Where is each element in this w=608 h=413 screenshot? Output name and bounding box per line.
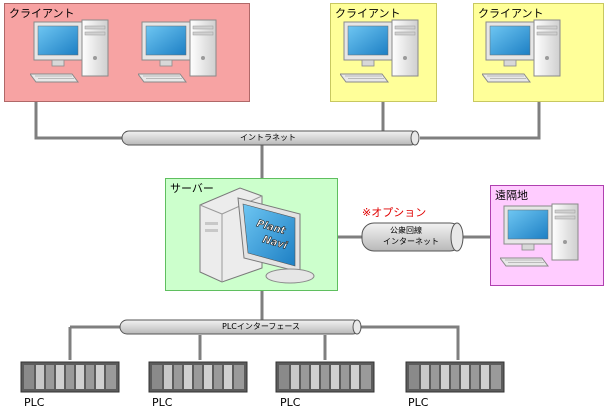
remote-label: 遠隔地	[495, 189, 528, 202]
client-right-1-label: クライアント	[335, 7, 401, 20]
client-group-left-label: クライアント	[9, 7, 75, 20]
plc-interface-label: PLCインターフェース	[222, 322, 300, 331]
client-right-2-label: クライアント	[478, 7, 544, 20]
plc-2-rack	[148, 361, 248, 393]
plc-interface-tube	[119, 319, 362, 335]
line-plcbus-plc4	[360, 325, 460, 360]
remote-pc	[500, 203, 579, 267]
plc-4-label: PLC	[408, 396, 429, 409]
client-right-1-pc	[340, 19, 419, 83]
plc-1-rack	[20, 361, 120, 393]
line-client-right2-to-intranet	[420, 101, 541, 140]
public-line-label-1: 公衆回線	[390, 226, 422, 235]
public-line-tube	[361, 222, 464, 252]
client-left-pc-2	[138, 19, 217, 83]
plc-1-label: PLC	[24, 396, 45, 409]
server-machine: Plant Navi	[199, 187, 315, 284]
plc-3-rack	[275, 361, 375, 393]
plc-3-label: PLC	[280, 396, 301, 409]
line-client-left-to-intranet	[34, 101, 150, 140]
intranet-tube	[121, 130, 420, 146]
option-note: ※オプション	[362, 206, 427, 219]
client-right-2-pc	[482, 19, 561, 83]
intranet-label: イントラネット	[240, 133, 296, 142]
plc-4-rack	[405, 361, 505, 393]
public-line-label-2: インターネット	[383, 237, 439, 246]
client-left-pc-1	[30, 19, 109, 83]
plc-2-label: PLC	[152, 396, 173, 409]
server-label: サーバー	[170, 182, 214, 195]
